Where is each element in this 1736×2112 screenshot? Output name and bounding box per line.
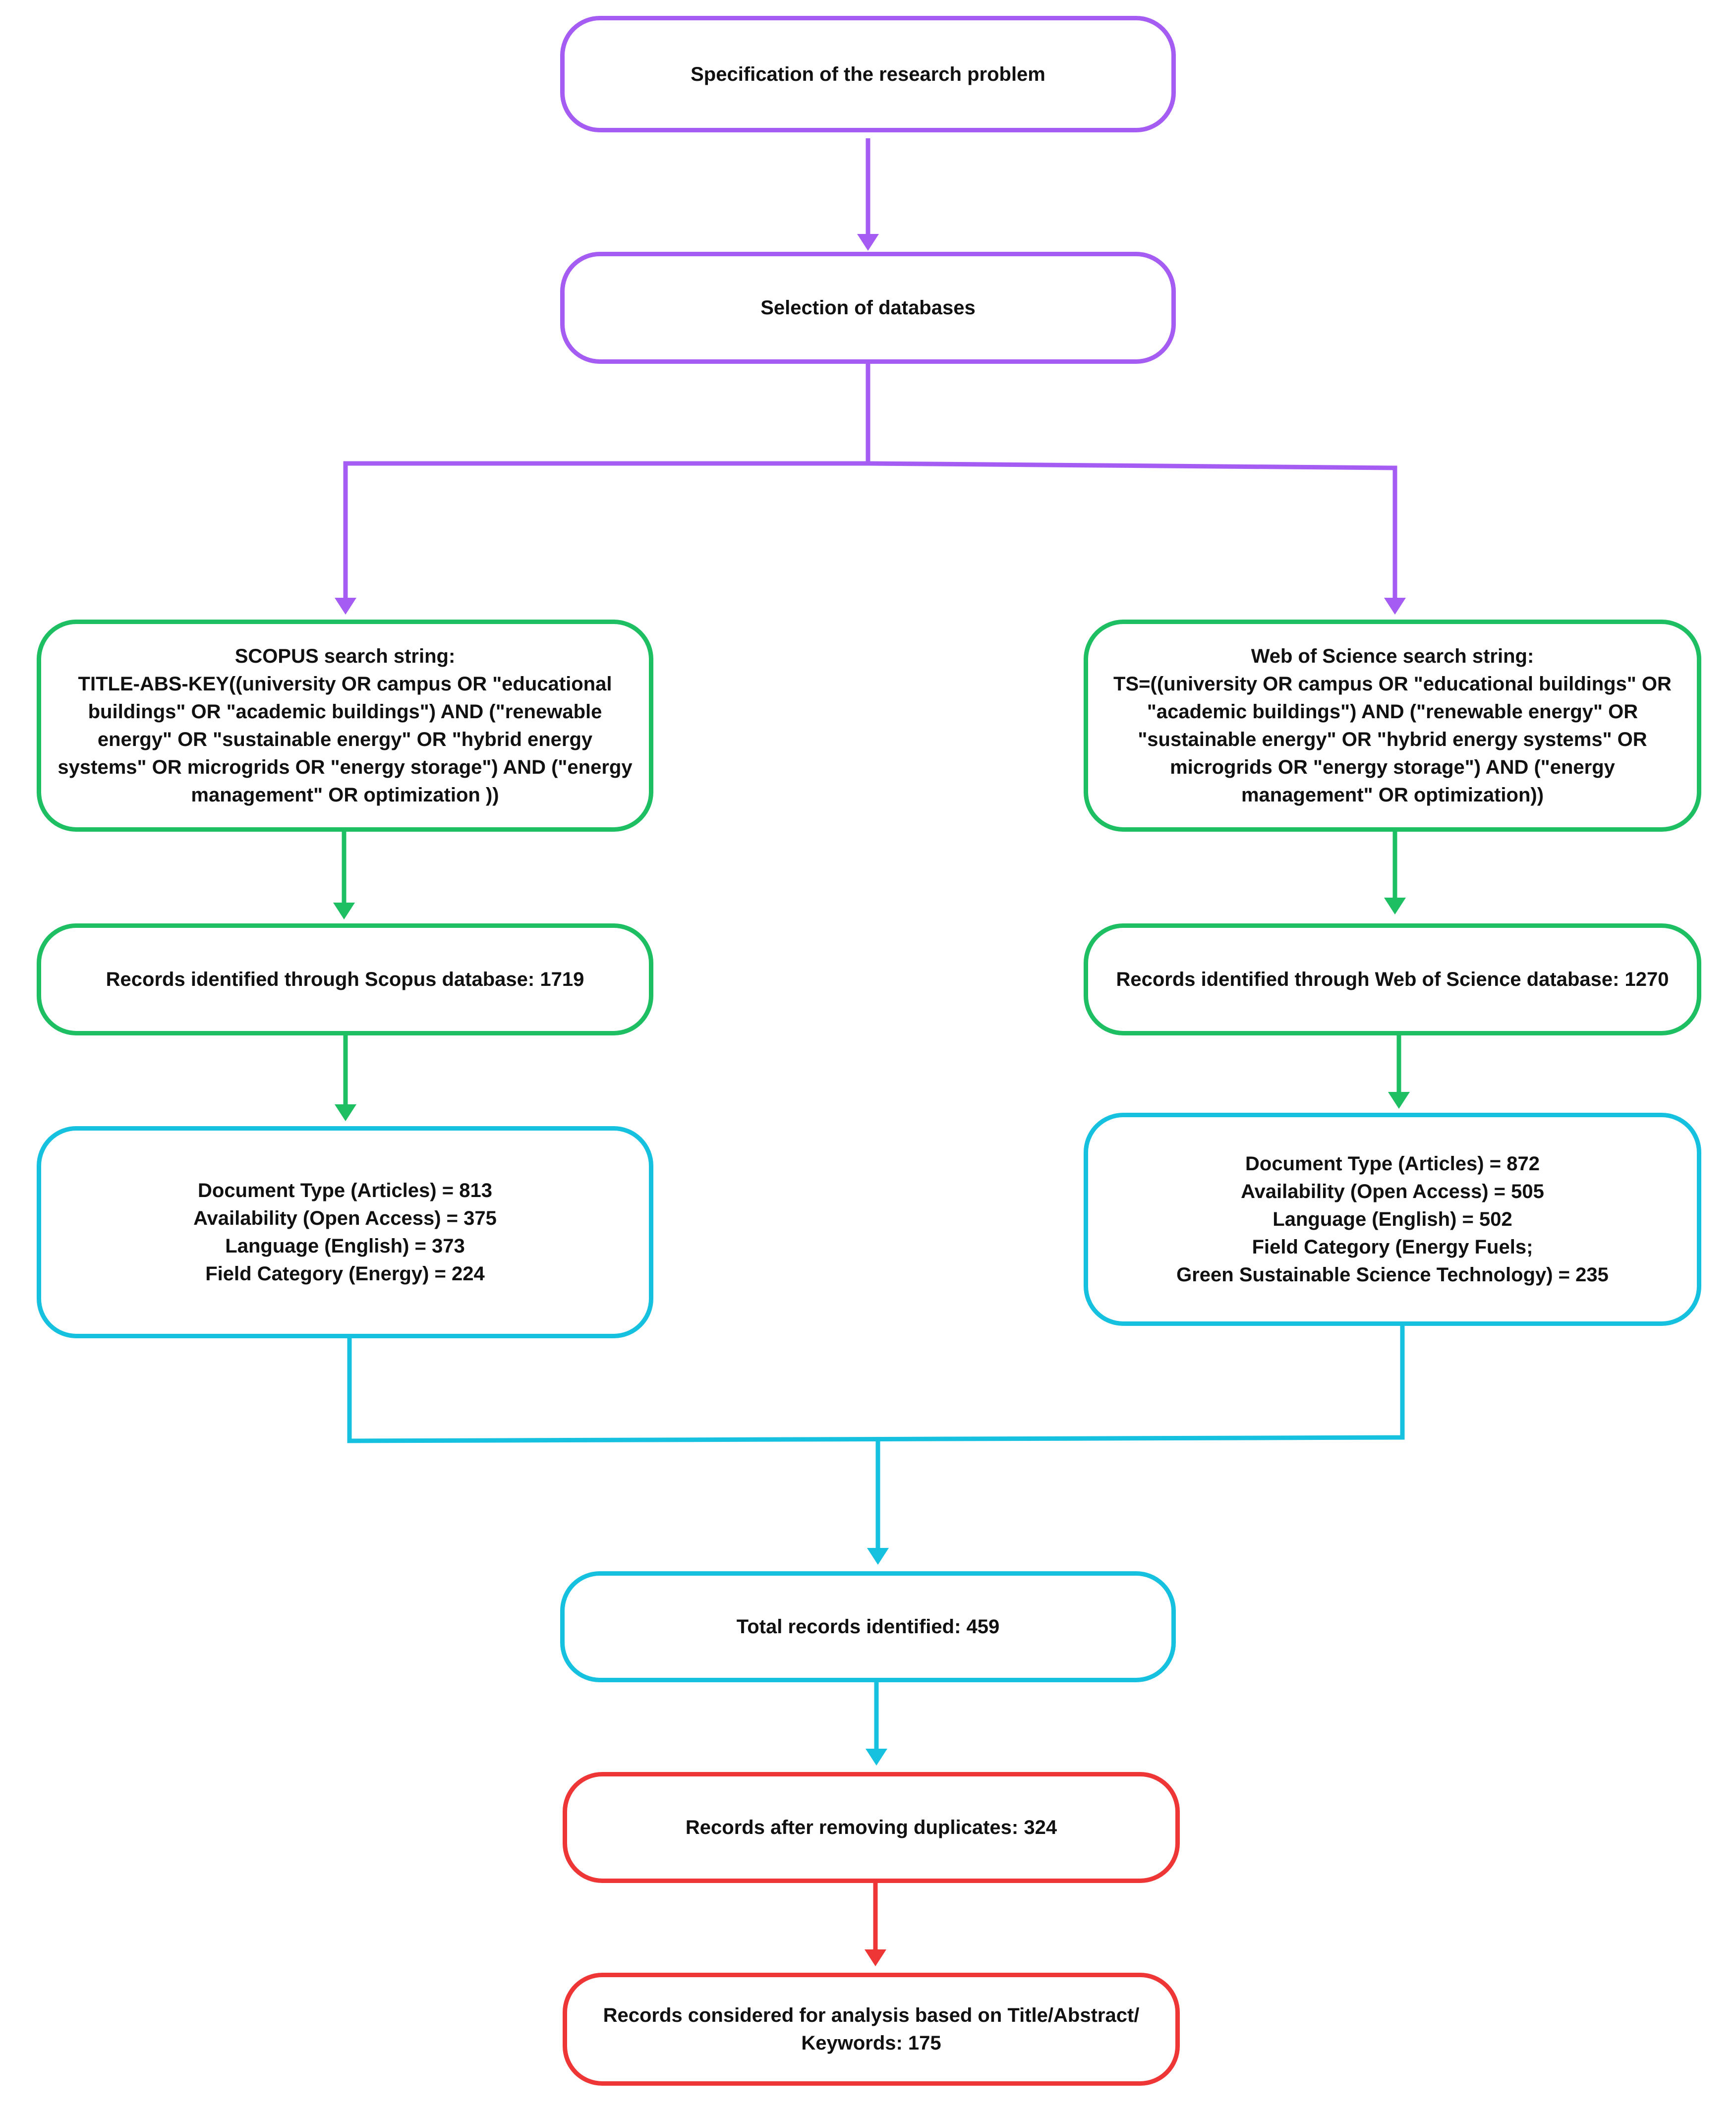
- node-text-line: SCOPUS search string:: [234, 645, 456, 667]
- node-text-line: buildings" OR "academic buildings") AND …: [88, 701, 602, 723]
- node-text-line: Green Sustainable Science Technology) = …: [1176, 1264, 1609, 1286]
- node-text-line: energy" OR "sustainable energy" OR "hybr…: [97, 729, 593, 750]
- arrowhead: [1384, 898, 1406, 914]
- node-text-line: Availability (Open Access) = 505: [1241, 1181, 1544, 1202]
- node-text-line: Language (English) = 502: [1273, 1208, 1512, 1230]
- node-text-line: TITLE-ABS-KEY((university OR campus OR "…: [78, 673, 612, 695]
- node-text-line: management" OR optimization)): [1241, 784, 1544, 806]
- scopus-search-string-box: SCOPUS search string: TITLE-ABS-KEY((univ…: [37, 620, 653, 832]
- node-text-line: Web of Science search string:: [1251, 645, 1534, 667]
- arrowhead: [866, 1749, 887, 1766]
- total-records-box: Total records identified: 459: [560, 1571, 1176, 1682]
- node-text-line: Field Category (Energy) = 224: [205, 1263, 485, 1285]
- node-text-line: Availability (Open Access) = 375: [193, 1207, 497, 1229]
- node-text-line: Field Category (Energy Fuels;: [1252, 1236, 1533, 1258]
- node-text-line: Records identified through Scopus databa…: [106, 969, 584, 990]
- node-text-line: management" OR optimization )): [191, 784, 499, 806]
- arrowhead: [857, 234, 879, 251]
- node-text-line: Total records identified: 459: [736, 1616, 1000, 1638]
- arrowhead: [335, 598, 356, 615]
- node-text-line: Language (English) = 373: [225, 1235, 465, 1257]
- arrowhead: [1388, 1092, 1410, 1109]
- node-text-line: Records considered for analysis based on…: [603, 2004, 1140, 2026]
- wos-search-string-box: Web of Science search string: TS=((univer…: [1084, 620, 1701, 832]
- arrowhead: [867, 1548, 889, 1565]
- connector-databases-to-wos: [868, 461, 1397, 600]
- node-text-line: "sustainable energy" OR "hybrid energy s…: [1138, 729, 1647, 750]
- arrowhead: [335, 1104, 356, 1121]
- node-text-line: Specification of the research problem: [691, 63, 1045, 85]
- node-text-line: systems" OR microgrids OR "energy storag…: [58, 756, 633, 778]
- connector-databases-to-scopus: [343, 364, 870, 600]
- node-text-line: microgrids OR "energy storage") AND ("en…: [1170, 756, 1615, 778]
- deduplicated-records-box: Records after removing duplicates: 324: [563, 1772, 1180, 1883]
- arrowhead: [865, 1949, 886, 1966]
- scopus-records-box: Records identified through Scopus databa…: [37, 923, 653, 1035]
- research-problem-box: Specification of the research problem: [560, 16, 1176, 132]
- wos-records-box: Records identified through Web of Scienc…: [1084, 923, 1701, 1035]
- arrowhead: [333, 903, 355, 919]
- node-text-line: Records after removing duplicates: 324: [685, 1817, 1057, 1838]
- arrowhead: [1384, 598, 1406, 615]
- node-text-line: Document Type (Articles) = 872: [1245, 1153, 1540, 1175]
- node-text-line: "academic buildings") AND ("renewable en…: [1147, 701, 1638, 723]
- database-selection-box: Selection of databases: [560, 252, 1176, 364]
- final-records-box: Records considered for analysis based on…: [563, 1973, 1180, 2086]
- node-text-line: Keywords: 175: [801, 2032, 941, 2054]
- node-text-line: Document Type (Articles) = 813: [198, 1180, 492, 1201]
- node-text-line: Selection of databases: [760, 297, 976, 319]
- node-text-line: TS=((university OR campus OR "educationa…: [1113, 673, 1672, 695]
- connector-filters-merge: [347, 1326, 1405, 1443]
- node-text-line: Records identified through Web of Scienc…: [1116, 969, 1669, 990]
